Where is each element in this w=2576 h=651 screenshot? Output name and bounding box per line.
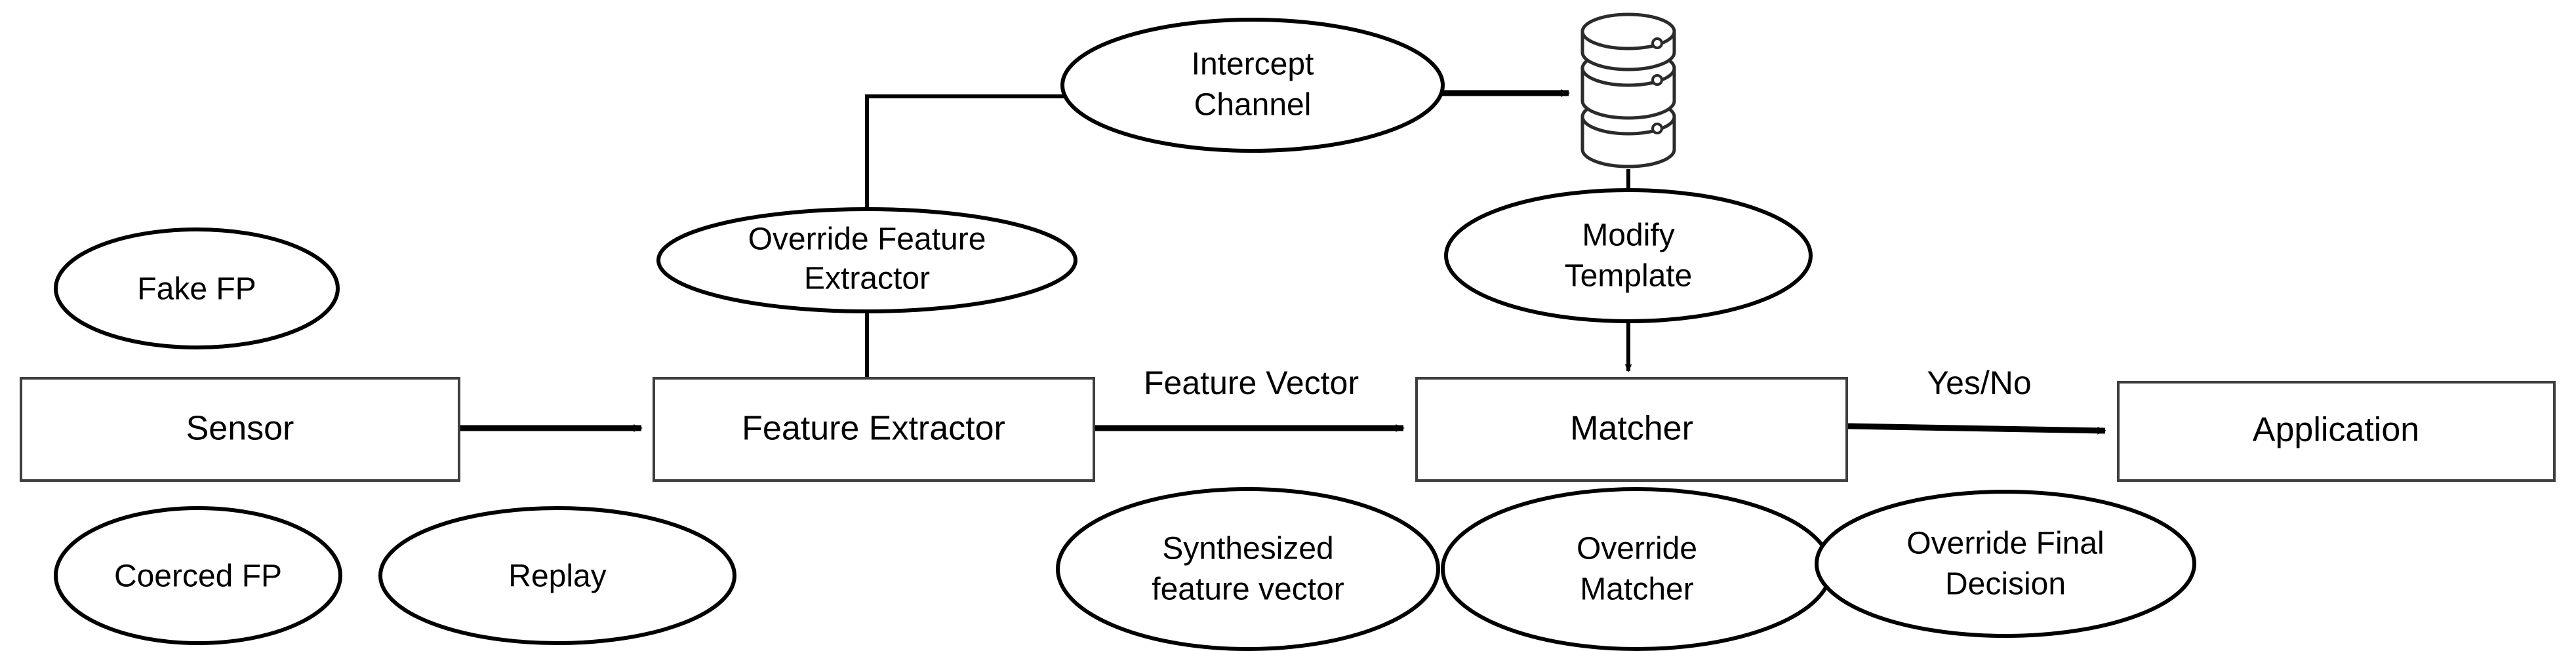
attack-node-override-matcher[interactable]: Override Matcher [1441, 487, 1833, 651]
attack-node-replay-label: Replay [508, 559, 606, 594]
attack-node-fake-fp[interactable]: Fake FP [54, 227, 340, 349]
attack-node-intercept-channel[interactable]: Intercept Channel [1060, 18, 1445, 153]
process-box-application[interactable]: Application [2117, 381, 2556, 482]
edge-label-yes-no: Yes/No [1927, 365, 2031, 401]
attack-node-synthesized-feature-vector-label-line2: feature vector [1152, 572, 1344, 607]
attack-node-modify-template-label-line2: Template [1565, 259, 1693, 294]
process-box-matcher-label: Matcher [1570, 410, 1693, 448]
attack-node-synthesized-feature-vector-label-line1: Synthesized [1162, 532, 1334, 566]
attack-node-intercept-channel-label-line2: Channel [1194, 88, 1312, 123]
attack-node-intercept-channel-label-line1: Intercept [1192, 47, 1314, 82]
attack-node-override-feature-extractor-label-line1: Override Feature [748, 222, 986, 257]
attack-node-override-feature-extractor-label-line2: Extractor [804, 262, 930, 296]
process-box-feature-extractor[interactable]: Feature Extractor [653, 377, 1095, 482]
process-box-sensor[interactable]: Sensor [20, 377, 460, 482]
attack-node-override-matcher-label-line2: Matcher [1580, 572, 1693, 607]
process-box-feature-extractor-label: Feature Extractor [742, 410, 1005, 448]
process-box-matcher[interactable]: Matcher [1415, 377, 1848, 482]
attack-node-synthesized-feature-vector[interactable]: Synthesized feature vector [1056, 487, 1440, 651]
connector-override-fe-to-intercept-channel [865, 94, 1068, 211]
attack-node-override-feature-extractor[interactable]: Override Feature Extractor [656, 207, 1077, 313]
attack-node-coerced-fp-label: Coerced FP [114, 559, 282, 594]
process-box-application-label: Application [2253, 411, 2419, 449]
attack-node-override-final-decision-label-line1: Override Final [1906, 526, 2104, 561]
attack-node-override-final-decision[interactable]: Override Final Decision [1815, 490, 2196, 638]
attack-node-replay[interactable]: Replay [378, 506, 736, 645]
attack-node-fake-fp-label: Fake FP [137, 272, 256, 307]
attack-node-override-final-decision-label-line2: Decision [1945, 567, 2066, 602]
connector-matcher-to-application [1847, 423, 2106, 435]
attack-node-override-matcher-label-line1: Override [1577, 532, 1697, 566]
attack-node-modify-template-label-line1: Modify [1582, 218, 1674, 253]
process-box-sensor-label: Sensor [186, 410, 294, 448]
attack-node-coerced-fp[interactable]: Coerced FP [54, 506, 342, 645]
attack-node-modify-template[interactable]: Modify Template [1444, 188, 1813, 323]
database-cylinder-icon[interactable] [1580, 12, 1676, 168]
edge-label-feature-vector: Feature Vector [1144, 365, 1359, 401]
